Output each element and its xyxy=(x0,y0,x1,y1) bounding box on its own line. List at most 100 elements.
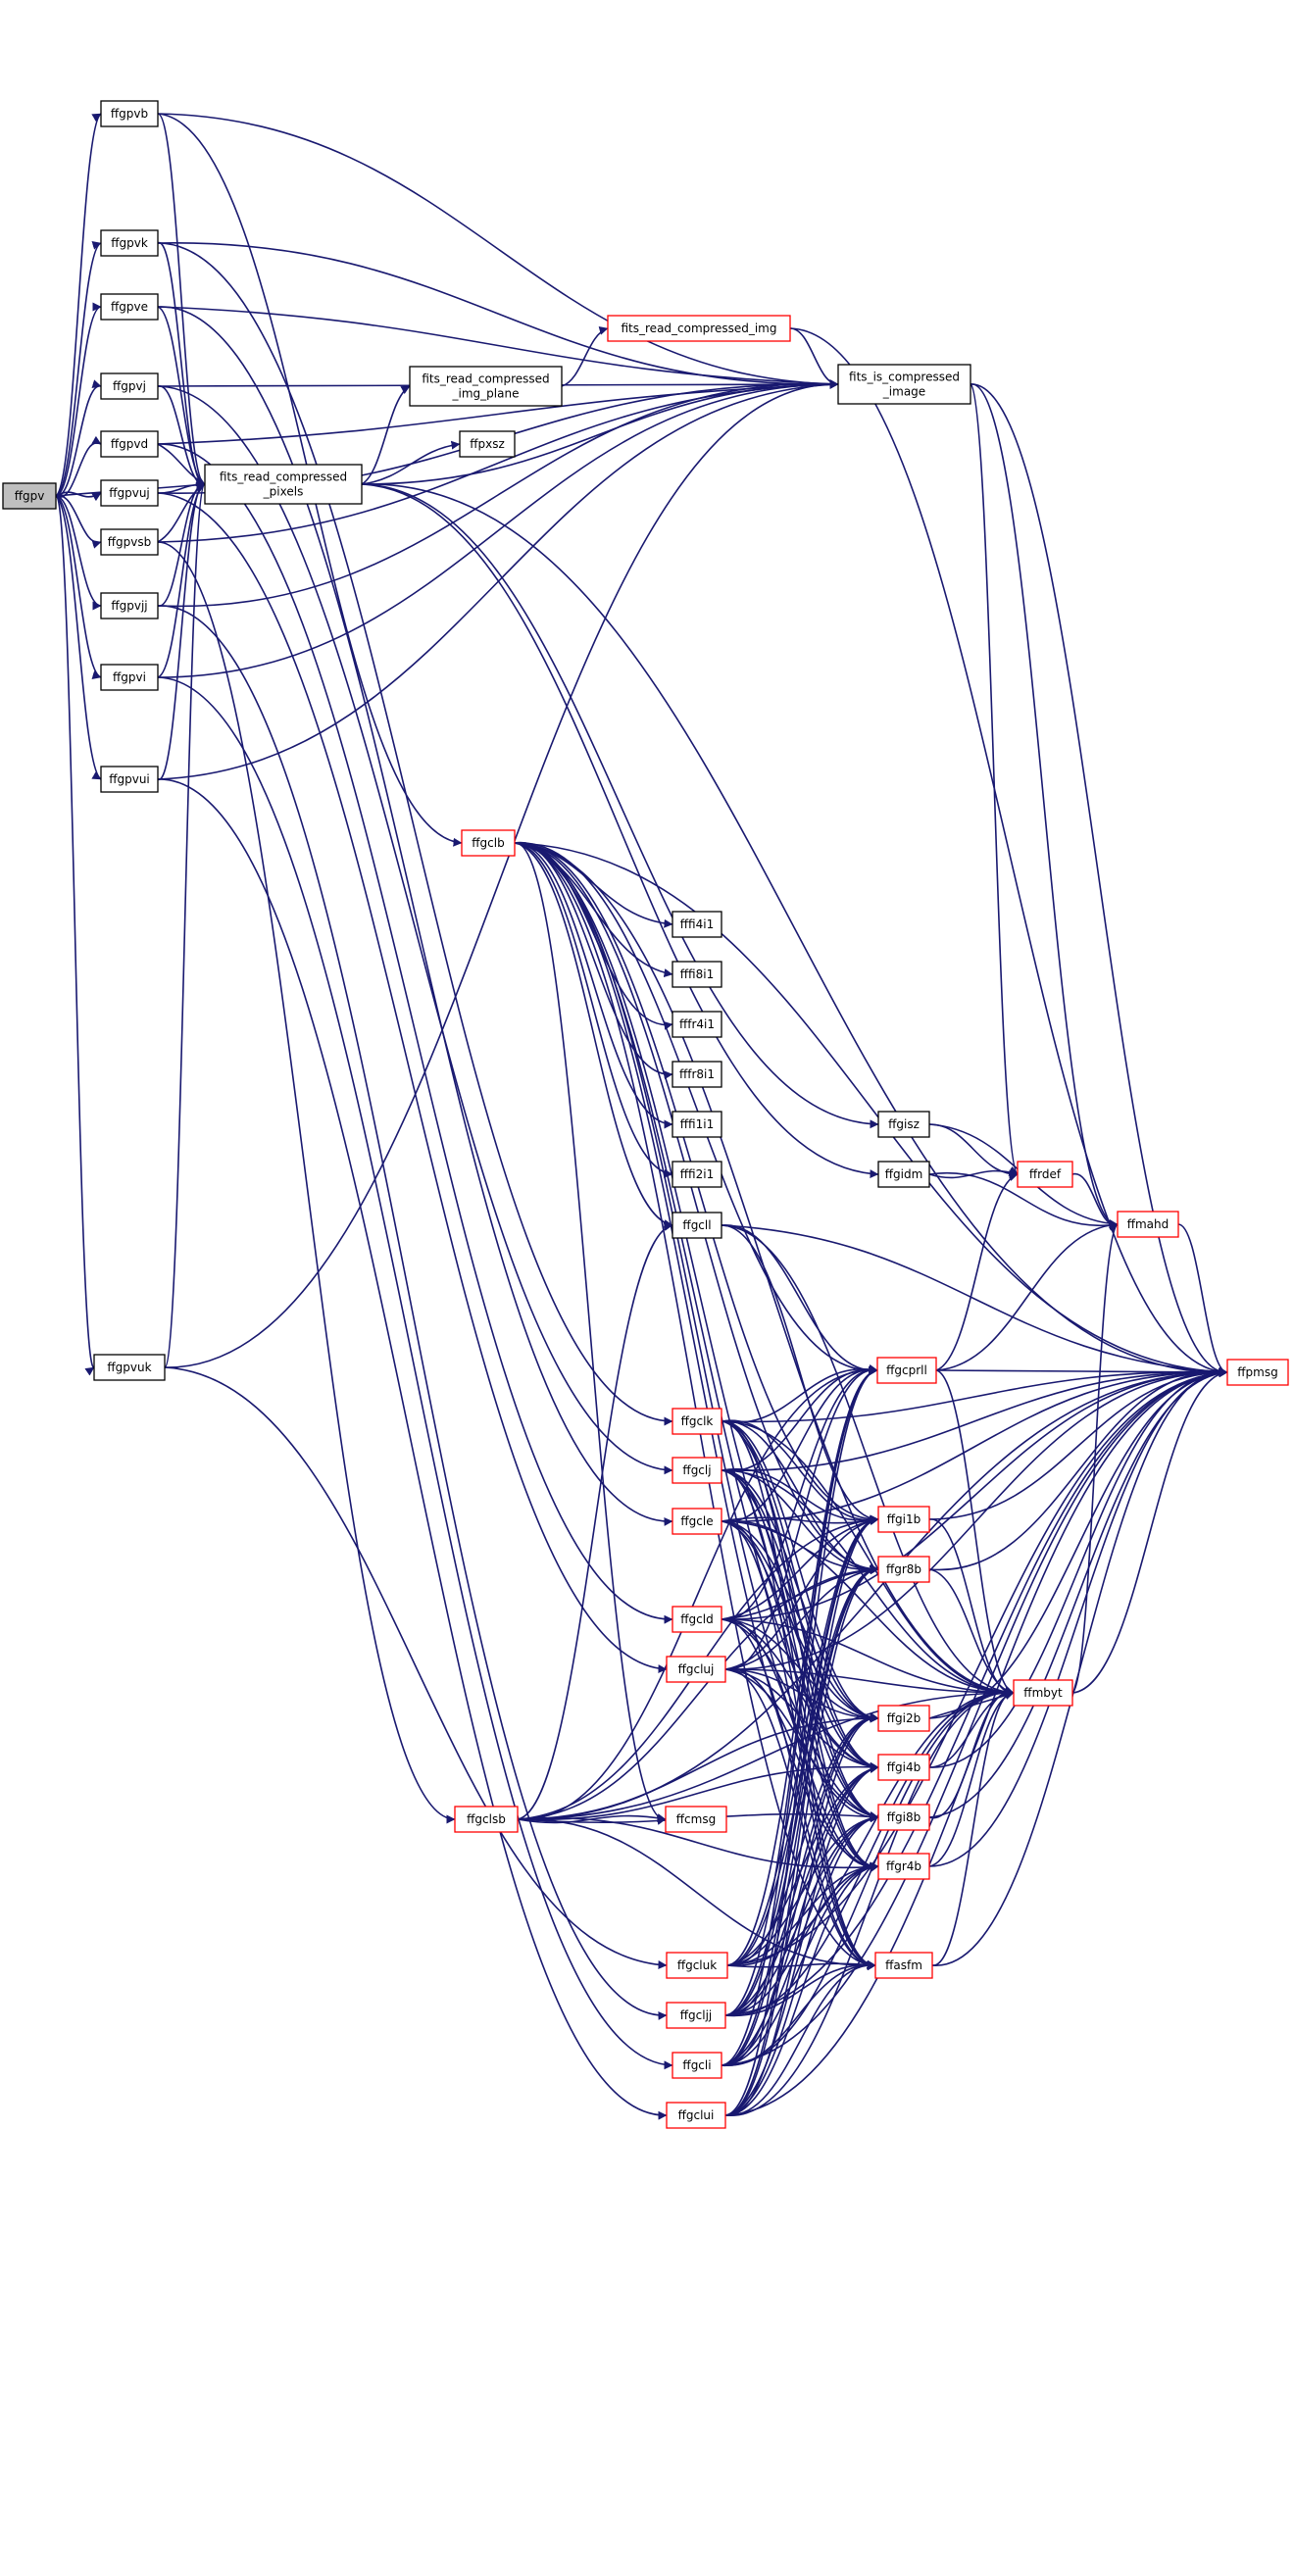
node-frcip[interactable]: fits_read_compressed_img_plane xyxy=(409,366,563,407)
node-box-ffgidm[interactable] xyxy=(877,1161,930,1188)
node-box-ffgcluj[interactable] xyxy=(666,1656,726,1683)
node-ffgi4b[interactable]: ffgi4b xyxy=(877,1754,930,1781)
node-ffgcluk[interactable]: ffgcluk xyxy=(666,1952,728,1979)
node-box-ffgcld[interactable] xyxy=(672,1606,722,1633)
node-box-ffgcll[interactable] xyxy=(672,1212,722,1239)
node-box-ffgpvk[interactable] xyxy=(100,229,159,257)
node-box-ffmahd[interactable] xyxy=(1117,1211,1179,1238)
node-box-ffgi2b[interactable] xyxy=(877,1705,930,1732)
node-ffrdef[interactable]: ffrdef xyxy=(1017,1161,1073,1188)
node-box-ffgr4b[interactable] xyxy=(877,1853,930,1880)
node-box-ffrdef[interactable] xyxy=(1017,1161,1073,1188)
node-ffgpvk[interactable]: ffgpvk xyxy=(100,229,159,257)
node-ffgcll[interactable]: ffgcll xyxy=(672,1212,722,1239)
node-box-ffgpve[interactable] xyxy=(100,293,159,321)
node-box-ffgpvb[interactable] xyxy=(100,100,159,127)
node-box-ffgcljj[interactable] xyxy=(666,2002,726,2029)
node-ffgpvb[interactable]: ffgpvb xyxy=(100,100,159,127)
node-ffmahd[interactable]: ffmahd xyxy=(1117,1211,1179,1238)
node-ffgclj[interactable]: ffgclj xyxy=(672,1457,722,1484)
node-box-ffgpvd[interactable] xyxy=(100,430,159,458)
node-box-ffgcprll[interactable] xyxy=(876,1357,937,1384)
node-ffgpv[interactable]: ffgpv xyxy=(2,482,57,510)
node-box-ffmbyt[interactable] xyxy=(1013,1679,1073,1707)
node-ffasfm[interactable]: ffasfm xyxy=(874,1952,933,1979)
node-box-frcp[interactable] xyxy=(204,464,363,505)
node-ffgpvi[interactable]: ffgpvi xyxy=(100,664,159,691)
node-ffmbyt[interactable]: ffmbyt xyxy=(1013,1679,1073,1707)
node-ffgclk[interactable]: ffgclk xyxy=(672,1408,722,1435)
node-ffcmsg[interactable]: ffcmsg xyxy=(665,1806,727,1833)
node-box-ffcmsg[interactable] xyxy=(665,1806,727,1833)
node-ffgpve[interactable]: ffgpve xyxy=(100,293,159,321)
node-ffgcljj[interactable]: ffgcljj xyxy=(666,2002,726,2029)
node-ffgr8b[interactable]: ffgr8b xyxy=(877,1556,930,1583)
node-box-ffasfm[interactable] xyxy=(874,1952,933,1979)
node-box-ffgi1b[interactable] xyxy=(877,1506,930,1533)
node-ffgpvd[interactable]: ffgpvd xyxy=(100,430,159,458)
node-ffgpvsb[interactable]: ffgpvsb xyxy=(100,528,159,556)
node-ffgpvui[interactable]: ffgpvui xyxy=(100,766,159,793)
node-box-ffgpvj[interactable] xyxy=(100,372,159,400)
node-box-frcip[interactable] xyxy=(409,366,563,407)
node-box-ffgcluk[interactable] xyxy=(666,1952,728,1979)
node-box-ffgcle[interactable] xyxy=(672,1508,722,1535)
node-box-ffgi4b[interactable] xyxy=(877,1754,930,1781)
node-box-ffgpvjj[interactable] xyxy=(100,592,159,619)
node-box-fffr4i1[interactable] xyxy=(672,1011,722,1038)
node-box-ffgpvuk[interactable] xyxy=(93,1354,166,1381)
node-box-ffgclb[interactable] xyxy=(461,829,516,857)
node-frci[interactable]: fits_read_compressed_img xyxy=(607,315,791,342)
node-fffi8i1[interactable]: fffi8i1 xyxy=(672,961,722,988)
node-box-ffgclj[interactable] xyxy=(672,1457,722,1484)
node-box-ffgclk[interactable] xyxy=(672,1408,722,1435)
node-box-ffgisz[interactable] xyxy=(877,1111,930,1138)
node-box-fffi8i1[interactable] xyxy=(672,961,722,988)
node-box-ffgclsb[interactable] xyxy=(454,1806,519,1833)
node-ffgisz[interactable]: ffgisz xyxy=(877,1111,930,1138)
node-ffgi2b[interactable]: ffgi2b xyxy=(877,1705,930,1732)
node-fffr4i1[interactable]: fffr4i1 xyxy=(672,1011,722,1038)
node-box-ffpxsz[interactable] xyxy=(459,430,516,458)
node-box-ffgclui[interactable] xyxy=(666,2102,726,2129)
node-ffgclui[interactable]: ffgclui xyxy=(666,2102,726,2129)
node-ffpmsg[interactable]: ffpmsg xyxy=(1226,1359,1289,1386)
node-fffi1i1[interactable]: fffi1i1 xyxy=(672,1111,722,1138)
node-box-fici[interactable] xyxy=(837,364,971,405)
node-ffgcle[interactable]: ffgcle xyxy=(672,1508,722,1535)
node-ffgpvuj[interactable]: ffgpvuj xyxy=(100,479,159,507)
node-box-ffgpv[interactable] xyxy=(2,482,57,510)
node-ffgcli[interactable]: ffgcli xyxy=(672,2052,722,2079)
node-ffpxsz[interactable]: ffpxsz xyxy=(459,430,516,458)
node-ffgcld[interactable]: ffgcld xyxy=(672,1606,722,1633)
node-box-fffi2i1[interactable] xyxy=(672,1161,722,1188)
node-box-fffr8i1[interactable] xyxy=(672,1061,722,1088)
node-box-ffgr8b[interactable] xyxy=(877,1556,930,1583)
node-ffgclb[interactable]: ffgclb xyxy=(461,829,516,857)
node-box-ffpmsg[interactable] xyxy=(1226,1359,1289,1386)
node-ffgi1b[interactable]: ffgi1b xyxy=(877,1506,930,1533)
node-box-ffgi8b[interactable] xyxy=(877,1804,930,1831)
node-box-ffgpvui[interactable] xyxy=(100,766,159,793)
node-ffgr4b[interactable]: ffgr4b xyxy=(877,1853,930,1880)
node-box-fffi1i1[interactable] xyxy=(672,1111,722,1138)
node-fffi4i1[interactable]: fffi4i1 xyxy=(672,911,722,938)
node-box-frci[interactable] xyxy=(607,315,791,342)
node-box-ffgpvsb[interactable] xyxy=(100,528,159,556)
node-ffgpvjj[interactable]: ffgpvjj xyxy=(100,592,159,619)
node-fffr8i1[interactable]: fffr8i1 xyxy=(672,1061,722,1088)
node-ffgcprll[interactable]: ffgcprll xyxy=(876,1357,937,1384)
node-ffgclsb[interactable]: ffgclsb xyxy=(454,1806,519,1833)
node-ffgidm[interactable]: ffgidm xyxy=(877,1161,930,1188)
node-fffi2i1[interactable]: fffi2i1 xyxy=(672,1161,722,1188)
node-ffgi8b[interactable]: ffgi8b xyxy=(877,1804,930,1831)
node-box-ffgpvi[interactable] xyxy=(100,664,159,691)
node-ffgpvuk[interactable]: ffgpvuk xyxy=(93,1354,166,1381)
node-frcp[interactable]: fits_read_compressed_pixels xyxy=(204,464,363,505)
node-box-ffgpvuj[interactable] xyxy=(100,479,159,507)
node-fici[interactable]: fits_is_compressed_image xyxy=(837,364,971,405)
node-ffgpvj[interactable]: ffgpvj xyxy=(100,372,159,400)
node-box-fffi4i1[interactable] xyxy=(672,911,722,938)
node-ffgcluj[interactable]: ffgcluj xyxy=(666,1656,726,1683)
node-box-ffgcli[interactable] xyxy=(672,2052,722,2079)
